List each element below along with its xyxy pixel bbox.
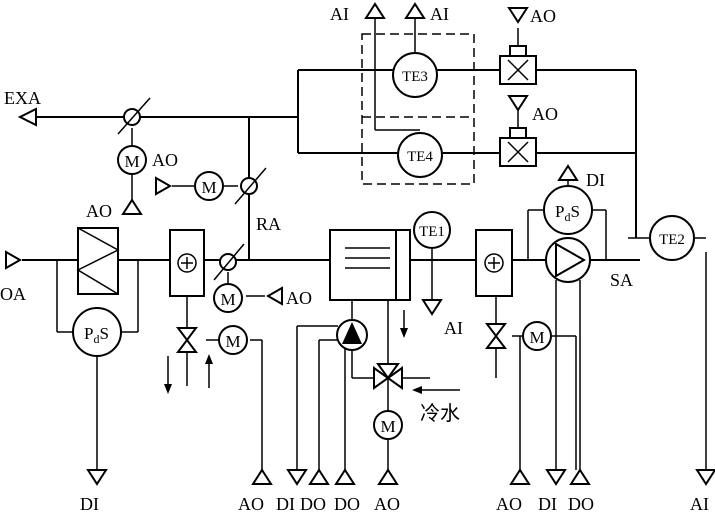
- di-label-filter: DI: [80, 494, 99, 514]
- do-label-pump-1: DO: [300, 494, 326, 514]
- ao-label-reheat: AO: [496, 494, 522, 514]
- ao-label-exhaust-motor: AO: [152, 150, 178, 170]
- ao-terminal-valve: [377, 468, 399, 485]
- ao-terminal-exhaust: [121, 198, 143, 215]
- ao-label-preheat: AO: [238, 494, 264, 514]
- mixing-damper: [213, 243, 245, 281]
- ao-label-heater-lower: AO: [532, 104, 558, 124]
- ai-terminal-te1: [421, 299, 443, 316]
- svg-text:M: M: [225, 332, 240, 351]
- outdoor-air-filter: [76, 227, 120, 295]
- flow-arrows: [164, 310, 460, 394]
- exa-outlet-marker: [17, 107, 37, 127]
- motor-exhaust-damper: M: [117, 145, 147, 175]
- ao-label-exhaust: AO: [86, 201, 112, 221]
- preheat-valve: [176, 327, 198, 353]
- di-terminal-coil: [286, 469, 308, 486]
- temp-sensor-te4: TE4: [397, 132, 443, 178]
- cold-water-label: 冷水: [420, 402, 460, 425]
- do-terminal-fan: [569, 468, 591, 485]
- ai-label-te2: AI: [690, 494, 709, 514]
- electric-heater-lower: [499, 127, 537, 167]
- do-terminal-pump: [334, 468, 356, 485]
- ai-label-top-left: AI: [330, 4, 349, 24]
- oa-label: OA: [0, 284, 26, 304]
- di-label-fan-status: DI: [538, 494, 557, 514]
- ao-label-valve: AO: [374, 494, 400, 514]
- ra-label: RA: [256, 214, 281, 234]
- di-terminal-filter: [86, 469, 108, 486]
- svg-text:M: M: [380, 417, 395, 436]
- ao-terminal-heater-lower: [507, 95, 529, 112]
- svg-text:PdS: PdS: [84, 324, 109, 346]
- temp-sensor-te3: TE3: [392, 52, 438, 98]
- oa-inlet-marker: [5, 250, 23, 270]
- motor-reheat-valve: M: [522, 321, 552, 351]
- pds-fan: PdS: [543, 185, 593, 235]
- ao-label-heater-upper: AO: [530, 6, 556, 26]
- di-label-fan: DI: [586, 170, 605, 190]
- svg-text:M: M: [201, 178, 216, 197]
- do-label-pump-2: DO: [334, 494, 360, 514]
- three-way-valve: [373, 363, 403, 390]
- do-label-fan: DO: [568, 494, 594, 514]
- ao-terminal-mixing: [265, 286, 283, 306]
- supply-fan: [545, 237, 591, 283]
- svg-text:PdS: PdS: [555, 202, 580, 224]
- svg-text:M: M: [529, 328, 544, 347]
- motor-preheat-valve: M: [218, 325, 248, 355]
- control-panel-boundary: [361, 33, 475, 185]
- return-air-damper: [234, 167, 267, 205]
- pds-filter: PdS: [72, 307, 122, 357]
- ai-label-te1: AI: [444, 318, 463, 338]
- cooling-coil: [329, 229, 411, 301]
- di-label-coil: DI: [276, 494, 295, 514]
- reheat-valve: [485, 323, 507, 349]
- motor-three-way-valve: M: [373, 410, 403, 440]
- ai-label-top-right: AI: [430, 4, 449, 24]
- ao-label-mixing: AO: [286, 288, 312, 308]
- di-terminal-pump: [308, 468, 330, 485]
- ao-terminal-return: [155, 176, 173, 196]
- svg-text:M: M: [220, 290, 235, 309]
- temp-sensor-te1: TE1: [413, 211, 451, 249]
- sa-label: SA: [610, 270, 633, 290]
- svg-text:TE3: TE3: [402, 69, 428, 85]
- preheat-coil: [169, 229, 205, 297]
- motor-return-damper: M: [194, 171, 224, 201]
- ai-terminal-te3: [404, 2, 426, 19]
- svg-text:TE2: TE2: [659, 232, 685, 248]
- exa-label: EXA: [4, 88, 41, 108]
- exhaust-damper: [117, 97, 151, 135]
- ai-terminal-te4: [364, 2, 386, 19]
- ao-terminal-preheat: [251, 468, 273, 485]
- reheat-coil: [475, 229, 513, 297]
- di-terminal-fan-status: [545, 469, 567, 486]
- ao-terminal-reheat: [509, 468, 531, 485]
- motor-mixing-damper: M: [213, 283, 243, 313]
- svg-text:TE1: TE1: [419, 224, 445, 240]
- signal-terminals: [5, 2, 715, 486]
- di-terminal-fan: [557, 164, 579, 181]
- svg-text:TE4: TE4: [407, 149, 433, 165]
- labels: EXA OA RA SA 冷水 AI AI AO AO AO AO DI AO …: [0, 4, 709, 514]
- electric-heater-upper: [499, 45, 537, 85]
- ao-terminal-heater-upper: [507, 7, 529, 24]
- duct-lines: [22, 18, 707, 470]
- svg-text:M: M: [124, 152, 139, 171]
- temp-sensor-te2: TE2: [649, 215, 695, 261]
- chilled-water-pump: [336, 319, 368, 351]
- ai-terminal-te2: [695, 469, 715, 486]
